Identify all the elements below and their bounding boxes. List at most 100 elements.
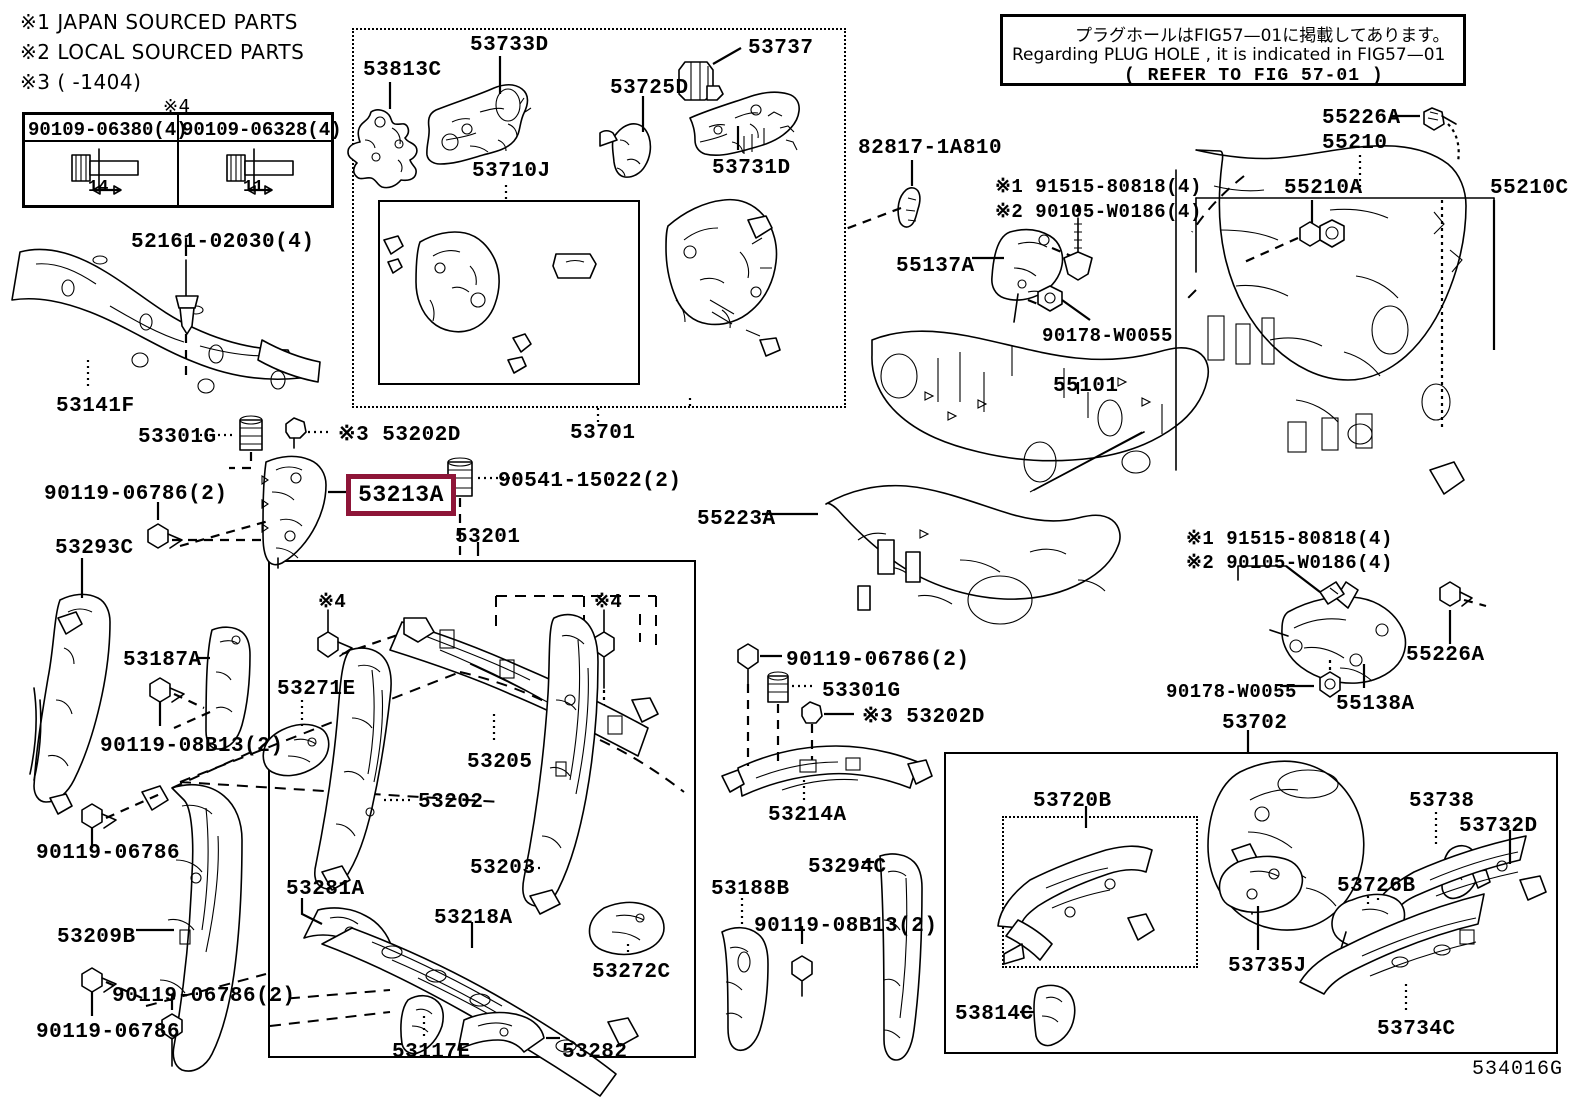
bolt-icon-90119-06786-top bbox=[147, 502, 262, 549]
part-53214A-art bbox=[721, 745, 933, 800]
part-label-55223A: 55223A bbox=[697, 508, 776, 531]
part-55101-art bbox=[871, 330, 1210, 493]
part-label-53301G-mid: 53301G bbox=[822, 680, 901, 703]
part-label-91515-80818-top: ※1 91515-80818(4) bbox=[995, 176, 1202, 198]
part-label-90541-15022: 90541-15022(2) bbox=[498, 470, 682, 493]
part-53141F-art bbox=[11, 248, 321, 394]
part-55137A-art bbox=[972, 228, 1077, 323]
part-53294C-art bbox=[862, 853, 923, 1061]
part-label-55210A: 55210A bbox=[1284, 177, 1363, 200]
part-label-90105-W0186-top: ※2 90105-W0186(4) bbox=[995, 201, 1202, 223]
bolt-icon-55226A-top bbox=[1392, 107, 1460, 163]
part-label-53282: 53282 bbox=[562, 1041, 628, 1064]
plug-icon-53202D-top bbox=[285, 417, 332, 449]
nut-icon-90178-W0055-top bbox=[1037, 285, 1091, 321]
part-label-55138A: 55138A bbox=[1336, 693, 1415, 716]
part-label-53202D-top: ※3 53202D bbox=[338, 424, 461, 447]
part-label-53202: 53202 bbox=[418, 791, 484, 814]
plug-hole-note-jp: プラグホールはFIG57—01に掲載してあります。 bbox=[1075, 26, 1450, 46]
highlighted-part-53213A[interactable]: 53213A bbox=[346, 474, 456, 516]
part-label-53218A: 53218A bbox=[434, 907, 513, 930]
part-label-90178-W0055-top: 90178-W0055 bbox=[1042, 325, 1173, 347]
bolt-icon-90119-06786-2-mid bbox=[737, 643, 782, 766]
part-label-55226A-top: 55226A bbox=[1322, 107, 1401, 130]
part-label-55210C: 55210C bbox=[1490, 177, 1569, 200]
part-label-53702: 53702 bbox=[1222, 712, 1288, 735]
legend-table-dim-1: 11 bbox=[243, 178, 264, 197]
legend-table-title: ※4 bbox=[163, 96, 191, 117]
part-label-53731D: 53731D bbox=[712, 157, 791, 180]
part-label-53188B: 53188B bbox=[711, 878, 790, 901]
part-label-53281A: 53281A bbox=[286, 878, 365, 901]
part-label-55101: 55101 bbox=[1053, 375, 1119, 398]
plug-icon-53202D-mid bbox=[801, 701, 854, 760]
part-label-53813C: 53813C bbox=[363, 59, 442, 82]
part-label-90119-06786-2-mid: 90119-06786(2) bbox=[786, 649, 970, 672]
part-label-53735J: 53735J bbox=[1228, 955, 1307, 978]
part-label-90119-06786-a: 90119-06786 bbox=[36, 842, 181, 865]
part-label-90105-W0186-bottom: ※2 90105-W0186(4) bbox=[1186, 552, 1393, 574]
part-label-53710J: 53710J bbox=[472, 160, 551, 183]
part-label-53203: 53203 bbox=[470, 857, 536, 880]
part-label-53720B: 53720B bbox=[1033, 790, 1112, 813]
part-label-53141F: 53141F bbox=[56, 395, 135, 418]
part-label-53271E: 53271E bbox=[277, 678, 356, 701]
legend-note-3: ※3 ( -1404) bbox=[20, 70, 142, 94]
part-label-53734C: 53734C bbox=[1377, 1018, 1456, 1041]
part-label-53272C: 53272C bbox=[592, 961, 671, 984]
marker-star4-left: ※4 bbox=[318, 591, 347, 613]
part-label-82817-1A810: 82817-1A810 bbox=[858, 137, 1003, 160]
part-label-53294C: 53294C bbox=[808, 856, 887, 879]
plug-hole-note-en: Regarding PLUG HOLE , it is indicated in… bbox=[1012, 45, 1446, 65]
part-label-55210: 55210 bbox=[1322, 132, 1388, 155]
group-box-53720B bbox=[1002, 816, 1198, 968]
grommet-icon-53301G-mid bbox=[767, 671, 816, 764]
part-label-53726B: 53726B bbox=[1337, 875, 1416, 898]
part-label-53187A: 53187A bbox=[123, 649, 202, 672]
part-label-90119-08B13-2: 90119-08B13(2) bbox=[100, 735, 284, 758]
part-label-90178-W0055-bottom: 90178-W0055 bbox=[1166, 681, 1297, 703]
part-label-53117E: 53117E bbox=[392, 1041, 471, 1064]
part-label-91515-80818-bottom: ※1 91515-80818(4) bbox=[1186, 528, 1393, 550]
part-label-53732D: 53732D bbox=[1459, 815, 1538, 838]
part-label-53214A: 53214A bbox=[768, 804, 847, 827]
legend-note-2: ※2 LOCAL SOURCED PARTS bbox=[20, 40, 305, 64]
part-label-90119-06786-c: 90119-06786 bbox=[36, 1021, 181, 1044]
part-label-53201: 53201 bbox=[455, 526, 521, 549]
part-label-53814C: 53814C bbox=[955, 1003, 1034, 1026]
legend-note-1: ※1 JAPAN SOURCED PARTS bbox=[20, 10, 299, 34]
clip-icon-52161-02030 bbox=[175, 238, 199, 382]
part-label-90119-06786-2-b: 90119-06786(2) bbox=[112, 985, 296, 1008]
leader-53293C-dashed bbox=[179, 518, 273, 548]
part-label-53737: 53737 bbox=[748, 37, 814, 60]
part-label-53301G-top: 53301G bbox=[138, 426, 217, 449]
part-55223A-art bbox=[762, 484, 1121, 625]
part-label-53293C: 53293C bbox=[55, 537, 134, 560]
bolt-icon-55226A-bottom bbox=[1439, 581, 1487, 644]
part-label-53701: 53701 bbox=[570, 422, 636, 445]
legend-table-header-0: 90109-06380(4) bbox=[28, 119, 188, 141]
bolt-icon-90119-06786-a bbox=[81, 792, 161, 848]
group-box-53702 bbox=[944, 752, 1558, 1054]
part-label-53733D: 53733D bbox=[470, 34, 549, 57]
part-53187A-art bbox=[173, 626, 251, 750]
part-label-55226A-bottom: 55226A bbox=[1406, 644, 1485, 667]
part-label-53202D-mid: ※3 53202D bbox=[862, 706, 985, 729]
part-label-53725D: 53725D bbox=[610, 77, 689, 100]
nut-icon-55210A bbox=[1239, 219, 1345, 266]
group-box-53710J bbox=[378, 200, 640, 385]
part-label-53205: 53205 bbox=[467, 751, 533, 774]
bolt-icon-90119-08B13 bbox=[149, 677, 205, 726]
marker-star4-right: ※4 bbox=[594, 591, 623, 613]
part-label-90119-08B13-2b: 90119-08B13(2) bbox=[754, 915, 938, 938]
part-label-52161-02030: 52161-02030(4) bbox=[131, 231, 315, 254]
part-label-53738: 53738 bbox=[1409, 790, 1475, 813]
part-label-90119-06786-2-top: 90119-06786(2) bbox=[44, 483, 228, 506]
part-53293C-art bbox=[29, 558, 111, 815]
legend-table-header-1: 90109-06328(4) bbox=[182, 119, 342, 141]
part-label-53209B: 53209B bbox=[57, 926, 136, 949]
part-53213A-art bbox=[261, 455, 346, 569]
plug-hole-note-box bbox=[1000, 14, 1466, 86]
legend-table-col-divider bbox=[177, 112, 179, 208]
